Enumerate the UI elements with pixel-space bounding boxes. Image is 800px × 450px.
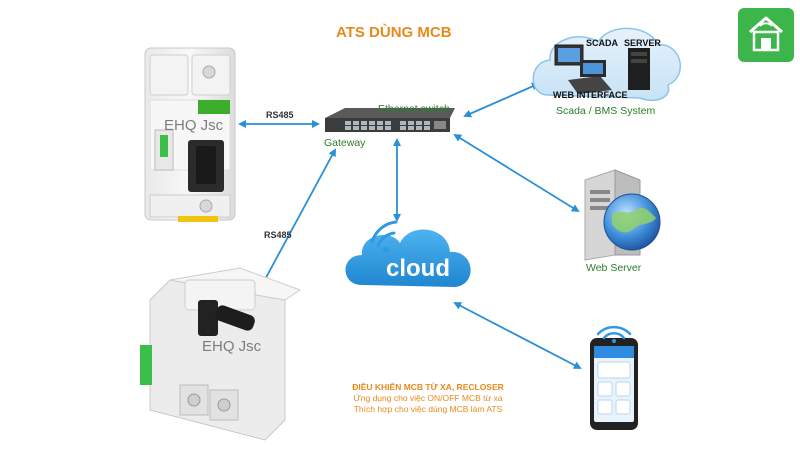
cloud-icon (345, 220, 471, 287)
server-label: SERVER (624, 38, 661, 48)
arrow-switch-webserver (453, 133, 580, 213)
caption-line-1: ĐIỀU KHIỂN MCB TỪ XA, RECLOSER (352, 382, 504, 392)
arrow-switch-scada (463, 82, 540, 118)
web-server-label: Web Server (586, 262, 642, 274)
gateway-label: Gateway (324, 137, 366, 149)
arrow-gateway-mcb-bottom (261, 148, 336, 287)
rs485-left-label: RS485 (264, 230, 292, 240)
scada-label: SCADA (586, 38, 619, 48)
web-server-image (584, 169, 661, 261)
ethernet-switch-image (325, 108, 455, 132)
ethernet-switch-label: Ethernet switch (378, 103, 450, 115)
smartphone-image (590, 338, 638, 430)
arrow-cloud-phone (453, 302, 582, 369)
rs485-top-label: RS485 (266, 110, 294, 120)
caption-block: ĐIỀU KHIỂN MCB TỪ XA, RECLOSER Ứng dụng … (338, 382, 518, 415)
brand-logo (738, 8, 794, 62)
diagram-title: ATS DÙNG MCB (336, 24, 452, 41)
cloud-label: cloud (386, 255, 450, 282)
web-interface-label: WEB INTERFACE (553, 90, 628, 100)
connection-arrows (238, 82, 582, 369)
watermark-top: EHQ Jsc (164, 117, 224, 134)
scada-system-image (532, 27, 681, 102)
wifi-icon (596, 325, 632, 343)
caption-line-2: Ứng dụng cho việc ON/OFF MCB từ xa (353, 393, 503, 403)
caption-line-3: Thích hợp cho việc dùng MCB làm ATS (353, 404, 503, 414)
scada-bms-label: Scada / BMS System (556, 105, 656, 117)
mcb-top-image (144, 47, 236, 222)
watermark-bottom: EHQ Jsc (202, 338, 262, 355)
mcb-bottom-image (140, 267, 302, 441)
